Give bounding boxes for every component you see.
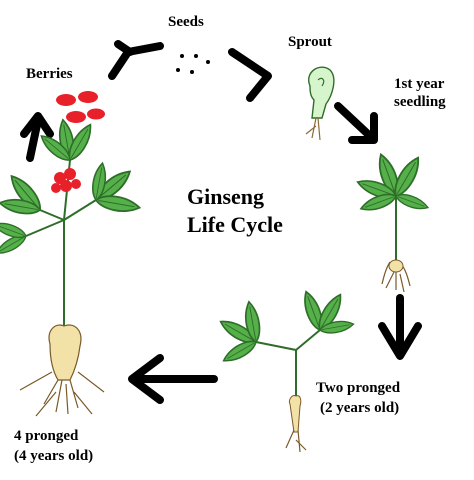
arrow-sprout-to-seedling xyxy=(334,102,378,144)
arrow-berries-to-seeds xyxy=(108,40,164,80)
arrow-two-pronged-to-four-pronged xyxy=(128,354,218,404)
label-two-pronged-line2: (2 years old) xyxy=(320,400,400,416)
label-berries: Berries xyxy=(26,66,73,82)
sprout-illustration xyxy=(305,66,335,141)
two-pronged-illustration xyxy=(216,288,356,453)
arrow-four-pronged-to-berries xyxy=(20,112,54,162)
label-seedling-line1: 1st year xyxy=(394,76,445,92)
berries-illustration xyxy=(56,91,105,123)
diagram-title: Ginseng Life Cycle xyxy=(187,183,283,239)
label-four-pronged-line2: (4 years old) xyxy=(14,448,94,464)
arrow-seeds-to-sprout xyxy=(228,48,272,102)
arrow-seedling-to-two-pronged xyxy=(378,294,422,360)
label-four-pronged-line1: 4 pronged xyxy=(14,428,79,444)
label-two-pronged-line1: Two pronged xyxy=(316,380,401,396)
label-seedling-line2: seedling xyxy=(394,94,446,110)
first-year-seedling-illustration xyxy=(354,151,431,293)
title-line1: Ginseng xyxy=(187,184,265,209)
label-sprout: Sprout xyxy=(288,34,332,50)
seeds-illustration xyxy=(176,54,210,74)
title-line2: Life Cycle xyxy=(187,212,283,237)
label-seeds: Seeds xyxy=(168,14,204,30)
four-pronged-illustration xyxy=(0,117,142,417)
